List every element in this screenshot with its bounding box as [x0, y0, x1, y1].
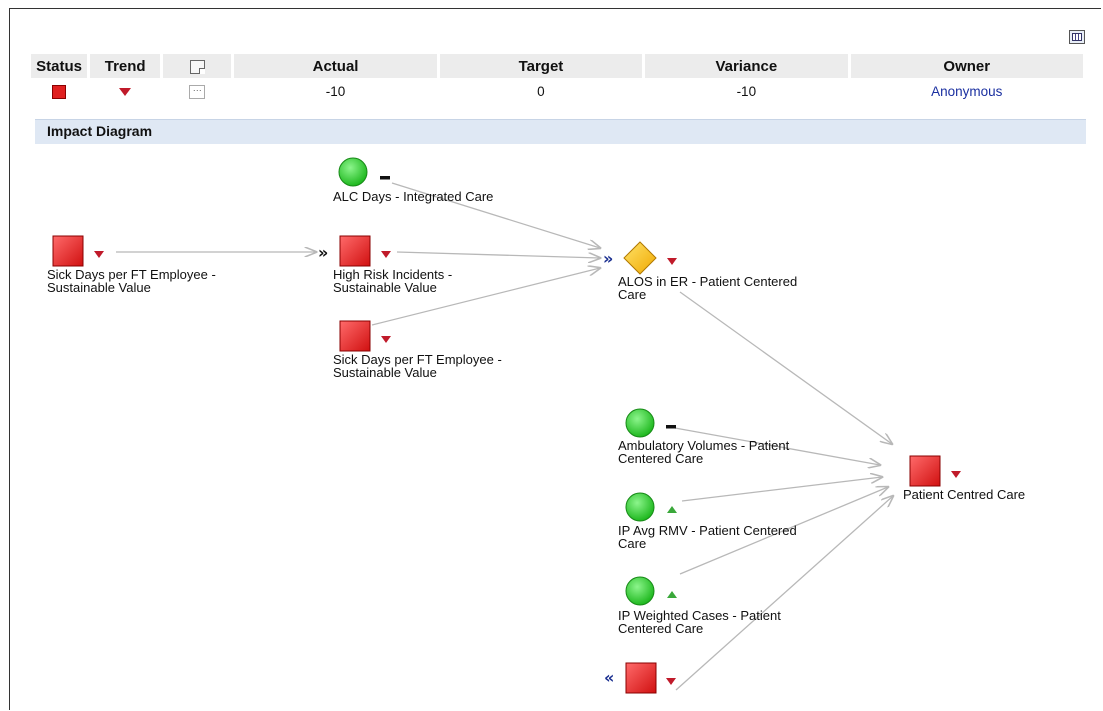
sick-days-mid-label-line2: Sustainable Value	[333, 365, 437, 380]
ip-avg-rmv-label-line2: Care	[618, 536, 647, 551]
sick-days-mid-status-red-square[interactable]	[339, 320, 371, 352]
alos-er-label-line1: ALOS in ER - Patient Centered	[618, 274, 798, 289]
owner-cell: Anonymous	[851, 78, 1083, 104]
sick-days-mid-trend-down-icon	[381, 336, 391, 343]
export-icon[interactable]	[1069, 30, 1085, 44]
connector-ip-weighted-to-patient-care	[679, 487, 888, 575]
ip-weighted-label-line2: Centered Care	[618, 621, 704, 636]
owner-header[interactable]: Owner	[850, 54, 1083, 78]
notes-cell: ···	[163, 78, 231, 104]
high-risk-label[interactable]: High Risk Incidents - Sustainable Value	[333, 268, 452, 294]
kpi-row: ··· -10 0 -10 Anonymous	[31, 78, 1083, 104]
owner-link[interactable]: Anonymous	[931, 83, 1003, 99]
patient-centred-label[interactable]: Patient Centred Care	[903, 488, 1025, 501]
alc-days-label[interactable]: ALC Days - Integrated Care	[333, 190, 493, 203]
ambulatory-label-line2: Centered Care	[618, 451, 704, 466]
alos-trend-down-icon	[667, 258, 677, 265]
ip-avg-rmv-status-green-circle[interactable]	[625, 492, 655, 522]
trend-down-icon	[119, 87, 132, 96]
kpi-table: Status Trend Actual Target Variance Owne…	[28, 54, 1086, 104]
sick-days-left-label[interactable]: Sick Days per FT Employee - Sustainable …	[47, 268, 216, 294]
ip-weighted-label[interactable]: IP Weighted Cases - Patient Centered Car…	[618, 609, 781, 635]
connector-sick-days-mid-to-alos	[371, 268, 600, 326]
patient-centred-trend-down-icon	[951, 471, 961, 478]
connector-alc-to-alos	[391, 182, 600, 248]
bottom-node-status-red-square[interactable]	[625, 662, 657, 694]
variance-value: -10	[736, 83, 757, 99]
impact-diagram-header: Impact Diagram	[35, 119, 1086, 144]
ip-avg-rmv-label[interactable]: IP Avg RMV - Patient Centered Care	[618, 524, 797, 550]
bottom-node-trend-down-icon	[666, 678, 676, 685]
sick-days-left-label-line1: Sick Days per FT Employee -	[47, 267, 216, 282]
alos-er-label[interactable]: ALOS in ER - Patient Centered Care	[618, 275, 797, 301]
high-risk-label-line1: High Risk Incidents -	[333, 267, 453, 282]
connector-high-risk-to-alos	[396, 251, 600, 258]
sick-days-left-trend-down-icon	[94, 251, 104, 258]
sick-days-mid-label[interactable]: Sick Days per FT Employee - Sustainable …	[333, 353, 502, 379]
ambulatory-label-line1: Ambulatory Volumes - Patient	[618, 438, 790, 453]
ip-avg-rmv-trend-up-icon	[667, 506, 677, 513]
ip-weighted-label-line1: IP Weighted Cases - Patient	[618, 608, 781, 623]
status-red-square-icon	[52, 84, 67, 99]
alos-er-label-line2: Care	[618, 287, 647, 302]
ip-weighted-trend-up-icon	[667, 591, 677, 598]
kpi-header-row: Status Trend Actual Target Variance Owne…	[31, 54, 1083, 78]
connector-ambulatory-to-patient-care	[674, 427, 880, 465]
ip-weighted-status-green-circle[interactable]	[625, 576, 655, 606]
high-risk-label-line2: Sustainable Value	[333, 280, 437, 295]
trend-header[interactable]: Trend	[90, 54, 161, 78]
high-risk-status-red-square[interactable]	[339, 235, 371, 267]
high-risk-expand-icon[interactable]: »	[318, 243, 328, 262]
target-value: 0	[537, 83, 545, 99]
target-header[interactable]: Target	[439, 54, 643, 78]
section-title: Impact Diagram	[47, 123, 153, 139]
notes-more-button[interactable]: ···	[189, 84, 206, 99]
ip-avg-rmv-label-line1: IP Avg RMV - Patient Centered	[618, 523, 797, 538]
actual-header[interactable]: Actual	[234, 54, 437, 78]
sick-days-left-label-line2: Sustainable Value	[47, 280, 151, 295]
ambulatory-trend-flat-icon	[666, 425, 676, 429]
alc-days-trend-flat-icon	[380, 176, 390, 180]
alos-expand-icon[interactable]: »	[603, 249, 613, 268]
sick-days-mid-label-line1: Sick Days per FT Employee -	[333, 352, 502, 367]
trend-cell	[90, 78, 160, 104]
note-icon	[189, 59, 205, 74]
actual-value: -10	[325, 83, 346, 99]
variance-header[interactable]: Variance	[645, 54, 848, 78]
alc-days-status-green-circle[interactable]	[338, 157, 368, 187]
connector-lines	[116, 182, 893, 691]
patient-centred-status-red-square[interactable]	[909, 455, 941, 487]
ambulatory-label[interactable]: Ambulatory Volumes - Patient Centered Ca…	[618, 439, 789, 465]
status-header[interactable]: Status	[31, 54, 88, 78]
notes-header	[163, 54, 232, 78]
connector-alos-to-patient-care	[679, 291, 892, 444]
sick-days-left-status-red-square[interactable]	[52, 235, 84, 267]
status-cell	[31, 78, 87, 104]
alc-days-label-line1: ALC Days - Integrated Care	[333, 189, 494, 204]
connector-ip-avg-to-patient-care	[681, 477, 882, 502]
patient-centred-label-line1: Patient Centred Care	[903, 487, 1026, 502]
high-risk-trend-down-icon	[381, 251, 391, 258]
bottom-node-collapse-icon[interactable]: «	[604, 668, 614, 687]
ambulatory-status-green-circle[interactable]	[625, 408, 655, 438]
alos-status-yellow-diamond[interactable]	[623, 241, 657, 275]
connector-bottom-to-patient-care	[675, 496, 893, 691]
